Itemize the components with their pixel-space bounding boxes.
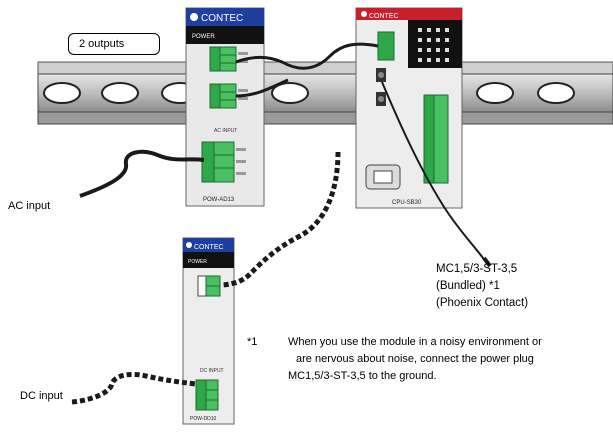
dc-link-cable: [221, 151, 341, 288]
controller-model: CPU-SB30: [392, 200, 422, 206]
output-cable: [235, 42, 379, 70]
power-module-dc-model: POW-DD10: [190, 416, 217, 422]
svg-text:AC INPUT: AC INPUT: [214, 128, 237, 134]
ac-input-cable: [79, 149, 205, 198]
connector-label-line1: MC1,5/3-ST-3,5: [436, 263, 518, 275]
footnote-line2: are nervous about noise, connect the pow…: [296, 353, 534, 365]
power-module-ac-brand: CONTEC: [201, 13, 243, 24]
dc-input-label: DC input: [20, 390, 63, 402]
svg-text:POWER: POWER: [192, 34, 215, 40]
power-module-ac: CONTEC POWER AC INPUT POW-AD13: [185, 7, 265, 207]
din-rail: [37, 61, 613, 125]
ground-cable: [381, 81, 487, 263]
connector-label-line2: (Bundled) *1: [436, 280, 500, 292]
power-module-dc: CONTEC POWER DC INPUT POW-DD10: [182, 237, 235, 425]
svg-text:DC INPUT: DC INPUT: [200, 368, 224, 374]
outputs-callout: 2 outputs: [68, 33, 160, 55]
power-module-ac-model: POW-AD13: [203, 197, 235, 203]
connector-label-line3: (Phoenix Contact): [436, 297, 529, 309]
footnote-line3: MC1,5/3-ST-3,5 to the ground.: [288, 370, 437, 382]
footnote-marker: *1: [247, 336, 258, 348]
power-module-dc-brand: CONTEC: [194, 244, 224, 251]
svg-text:POWER: POWER: [188, 259, 207, 265]
controller-brand: CONTEC: [369, 13, 399, 20]
dc-input-cable: [71, 371, 197, 405]
footnote-line1: When you use the module in a noisy envir…: [288, 336, 542, 348]
controller-module: CONTEC CPU-SB30: [355, 7, 463, 209]
ac-input-label: AC input: [8, 200, 51, 212]
